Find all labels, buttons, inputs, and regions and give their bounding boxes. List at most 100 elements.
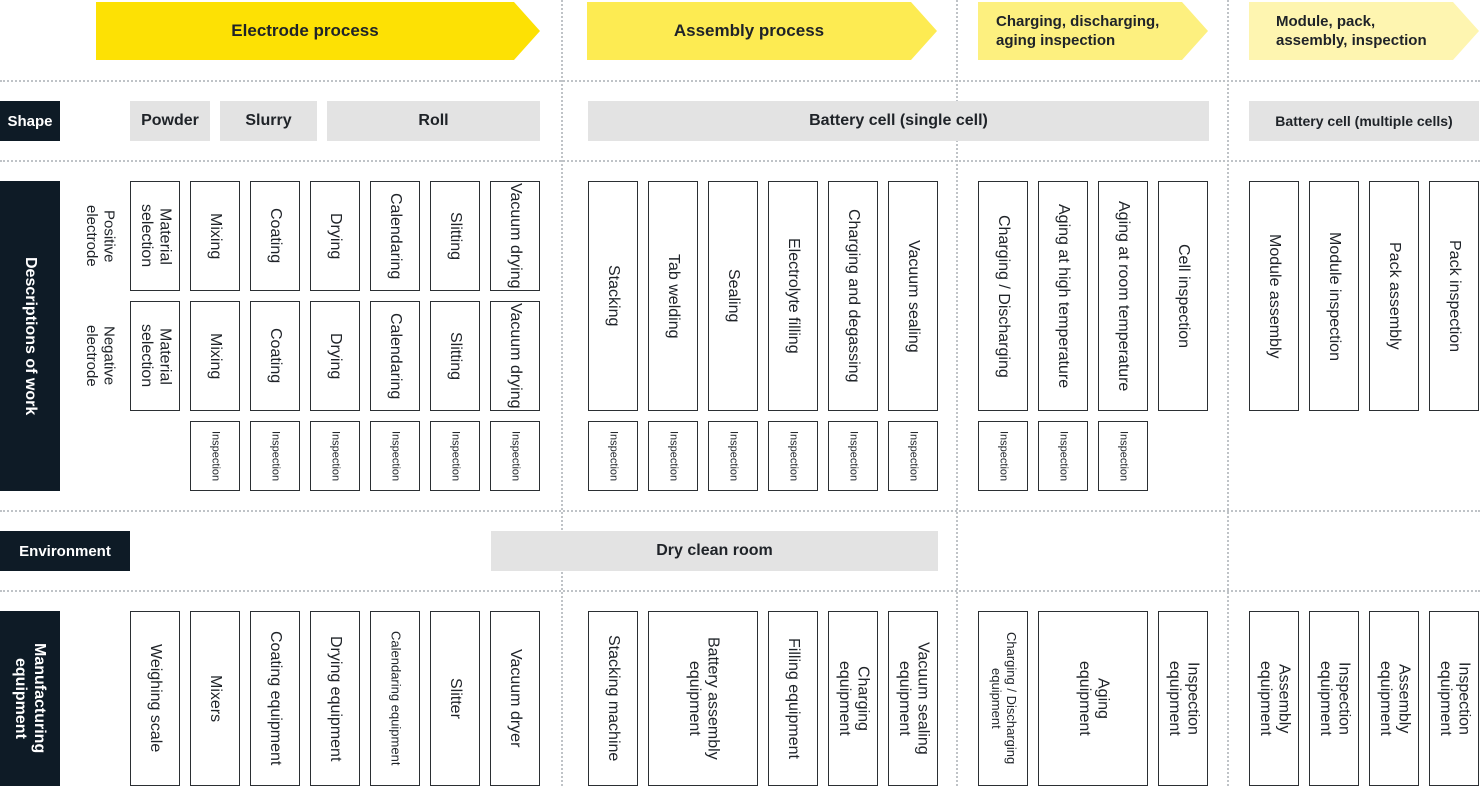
- separator-work: [0, 510, 1480, 512]
- inspection-box: Inspection: [588, 421, 638, 491]
- separator-col-2: [956, 0, 958, 786]
- work-text: Pack inspection: [1446, 239, 1464, 353]
- inspection-box: Inspection: [1098, 421, 1148, 491]
- equipment-battery-assembly: Battery assembly equipment: [648, 611, 758, 786]
- equipment-module-assembly: Assembly equipment: [1249, 611, 1299, 786]
- shape-powder: Powder: [130, 101, 210, 141]
- work-module-inspection: Module inspection: [1309, 181, 1359, 411]
- work-positive-vacuum-drying: Vacuum drying: [490, 181, 540, 291]
- work-tab-welding: Tab welding: [648, 181, 698, 411]
- shape-text: Slurry: [245, 112, 292, 129]
- work-text: Aging at room temperature: [1115, 200, 1133, 392]
- work-text: Material selection: [138, 204, 174, 268]
- inspection-text: Inspection: [269, 430, 282, 482]
- work-text: Charging / Discharging: [995, 214, 1013, 378]
- work-text: Mixing: [207, 332, 225, 380]
- equipment-vacuum-dryer: Vacuum dryer: [490, 611, 540, 786]
- inspection-box: Inspection: [828, 421, 878, 491]
- work-positive-material-selection: Material selection: [130, 181, 180, 291]
- electrode-text: Negative electrode: [83, 325, 118, 387]
- equipment-text: Assembly equipment: [1257, 661, 1293, 736]
- work-cell-inspection: Cell inspection: [1158, 181, 1208, 411]
- equipment-aging: Aging equipment: [1038, 611, 1148, 786]
- environment-text: Dry clean room: [656, 542, 773, 559]
- work-text: Coating: [267, 328, 285, 384]
- equipment-text: Charging equipment: [836, 661, 872, 736]
- work-text: Cell inspection: [1175, 243, 1193, 349]
- shape-text: Roll: [418, 112, 449, 129]
- equipment-pack-assembly: Assembly equipment: [1369, 611, 1419, 786]
- inspection-text: Inspection: [607, 430, 620, 482]
- work-charging-discharging: Charging / Discharging: [978, 181, 1028, 411]
- inspection-box: Inspection: [250, 421, 300, 491]
- equipment-text: Vacuum sealing equipment: [896, 642, 932, 755]
- separator-col-1: [561, 0, 563, 786]
- equipment-text: Stacking machine: [605, 635, 623, 762]
- work-text: Module assembly: [1266, 233, 1284, 359]
- equipment-mixers: Mixers: [190, 611, 240, 786]
- inspection-text: Inspection: [997, 430, 1010, 482]
- separator-environment: [0, 590, 1480, 592]
- work-text: Sealing: [725, 269, 743, 323]
- equipment-text: Slitter: [447, 678, 465, 719]
- inspection-box: Inspection: [978, 421, 1028, 491]
- work-negative-drying: Drying: [310, 301, 360, 411]
- equipment-text: Battery assembly equipment: [686, 637, 722, 760]
- equipment-stacking-machine: Stacking machine: [588, 611, 638, 786]
- inspection-text: Inspection: [727, 430, 740, 482]
- equipment-slitter: Slitter: [430, 611, 480, 786]
- work-text: Aging at high temperature: [1055, 203, 1073, 389]
- process-label: Electrode process: [231, 21, 379, 40]
- work-pack-assembly: Pack assembly: [1369, 181, 1419, 411]
- process-arrow-charging: Charging, discharging, aging inspection: [978, 2, 1208, 60]
- inspection-text: Inspection: [847, 430, 860, 482]
- work-text: Calendaring: [387, 192, 405, 280]
- work-text: Slitting: [447, 211, 465, 261]
- work-vacuum-sealing: Vacuum sealing: [888, 181, 938, 411]
- equipment-module-inspection: Inspection equipment: [1309, 611, 1359, 786]
- work-positive-calendaring: Calendaring: [370, 181, 420, 291]
- negative-electrode-label: Negative electrode: [78, 301, 122, 411]
- work-charging-and-degassing: Charging and degassing: [828, 181, 878, 411]
- work-negative-calendaring: Calendaring: [370, 301, 420, 411]
- work-aging-high-temperature: Aging at high temperature: [1038, 181, 1088, 411]
- equipment-inspection: Inspection equipment: [1158, 611, 1208, 786]
- row-label-environment: Environment: [0, 531, 130, 571]
- work-text: Charging and degassing: [845, 209, 863, 383]
- work-text: Drying: [327, 332, 345, 380]
- inspection-text: Inspection: [667, 430, 680, 482]
- shape-roll: Roll: [327, 101, 540, 141]
- work-text: Vacuum sealing: [905, 239, 923, 353]
- equipment-text: Aging equipment: [1076, 661, 1112, 736]
- inspection-text: Inspection: [209, 430, 222, 482]
- work-positive-coating: Coating: [250, 181, 300, 291]
- inspection-text: Inspection: [449, 430, 462, 482]
- work-text: Calendaring: [387, 312, 405, 400]
- inspection-box: Inspection: [708, 421, 758, 491]
- shape-text: Powder: [141, 112, 199, 129]
- process-arrow-electrode: Electrode process: [96, 2, 540, 60]
- separator-col-3: [1227, 0, 1229, 786]
- process-arrow-module: Module, pack, assembly, inspection: [1249, 2, 1479, 60]
- electrode-text: Positive electrode: [83, 205, 118, 267]
- equipment-weighing-scale: Weighing scale: [130, 611, 180, 786]
- inspection-box: Inspection: [1038, 421, 1088, 491]
- equipment-charging-discharging: Charging / Discharging equipment: [978, 611, 1028, 786]
- inspection-text: Inspection: [787, 430, 800, 482]
- equipment-drying: Drying equipment: [310, 611, 360, 786]
- work-positive-mixing: Mixing: [190, 181, 240, 291]
- inspection-box: Inspection: [768, 421, 818, 491]
- work-text: Electrolyte filling: [785, 238, 803, 354]
- inspection-text: Inspection: [1117, 430, 1130, 482]
- work-positive-drying: Drying: [310, 181, 360, 291]
- shape-slurry: Slurry: [220, 101, 317, 141]
- work-negative-slitting: Slitting: [430, 301, 480, 411]
- equipment-text: Mixers: [207, 674, 225, 723]
- work-text: Coating: [267, 208, 285, 264]
- shape-text: Battery cell (multiple cells): [1275, 113, 1453, 129]
- equipment-text: Drying equipment: [327, 635, 345, 762]
- work-text: Vacuum drying: [507, 183, 525, 289]
- inspection-text: Inspection: [389, 430, 402, 482]
- work-negative-material-selection: Material selection: [130, 301, 180, 411]
- equipment-text: Inspection equipment: [1166, 661, 1202, 736]
